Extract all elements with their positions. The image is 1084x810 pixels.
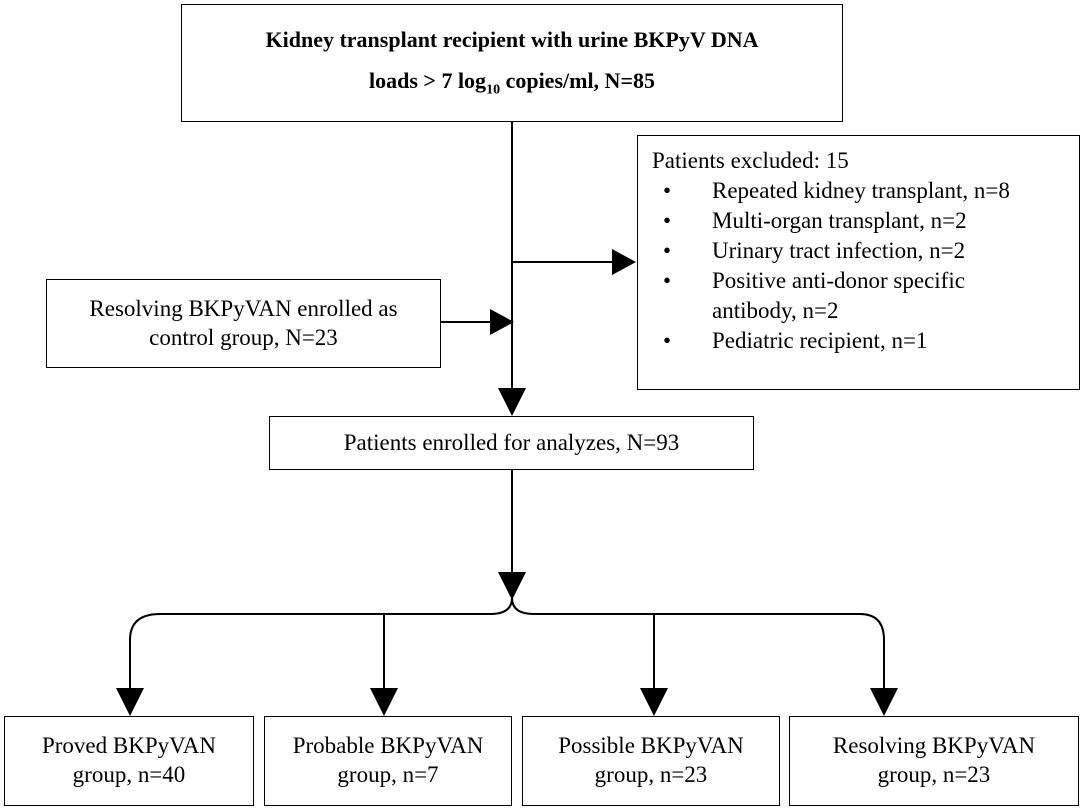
excluded-item-text: Urinary tract infection, n=2 [712, 238, 966, 263]
excluded-item: • Urinary tract infection, n=2 [652, 236, 1067, 266]
group-box-proved: Proved BKPyVAN group, n=40 [4, 716, 254, 806]
group-line-2: group, n=7 [337, 762, 439, 787]
arrow-group-2 [370, 688, 398, 716]
group-line-2: group, n=23 [877, 762, 991, 787]
arrow-group-1 [116, 688, 144, 716]
control-line-1: Resolving BKPyVAN enrolled as [89, 295, 398, 321]
group-line-1: Probable BKPyVAN [292, 733, 484, 759]
excluded-list: • Repeated kidney transplant, n=8 • Multi-… [652, 176, 1067, 356]
recipients-line-2-post: copies/ml, N=85 [500, 67, 655, 93]
arrow-to-enrolled [498, 388, 526, 416]
group-line-2: group, n=40 [72, 762, 186, 787]
excluded-item-text: Multi-organ transplant, n=2 [712, 208, 967, 233]
arrow-group-3 [640, 688, 668, 716]
excluded-item-text: Repeated kidney transplant, n=8 [712, 178, 1010, 203]
group-line-2: group, n=23 [594, 762, 708, 787]
bullet: • [662, 268, 672, 293]
enrolled-label: Patients enrolled for analyzes, N=93 [343, 429, 680, 455]
group-box-probable: Probable BKPyVAN group, n=7 [264, 716, 512, 806]
group-line-1: Possible BKPyVAN [558, 733, 744, 759]
recipients-box: Kidney transplant recipient with urine B… [181, 4, 843, 122]
enrolled-box: Patients enrolled for analyzes, N=93 [269, 416, 754, 470]
excluded-item: • Positive anti-donor specific antibody, … [652, 266, 1067, 326]
control-line-2: control group, N=23 [149, 324, 338, 350]
split-brace [129, 597, 885, 641]
excluded-item: • Pediatric recipient, n=1 [652, 326, 1067, 356]
group-box-resolving: Resolving BKPyVAN group, n=23 [789, 716, 1079, 806]
group-box-possible: Possible BKPyVAN group, n=23 [522, 716, 780, 806]
arrow-to-excluded [612, 249, 636, 275]
excluded-item-text: Positive anti-donor specific antibody, n… [712, 268, 965, 323]
excluded-item: • Multi-organ transplant, n=2 [652, 206, 1067, 236]
excluded-box: Patients excluded: 15 • Repeated kidney t… [637, 135, 1080, 390]
arrow-group-4 [870, 688, 898, 716]
excluded-title: Patients excluded: 15 [652, 148, 849, 173]
bullet: • [662, 238, 672, 263]
bullet: • [662, 328, 672, 353]
recipients-line-1: Kidney transplant recipient with urine B… [265, 27, 759, 53]
excluded-item: • Repeated kidney transplant, n=8 [652, 176, 1067, 206]
control-group-box: Resolving BKPyVAN enrolled as control gr… [46, 279, 441, 368]
bullet: • [662, 208, 672, 233]
log-subscript: 10 [486, 81, 501, 97]
excluded-item-text: Pediatric recipient, n=1 [712, 328, 928, 353]
recipients-line-2: loads > 7 log10 copies/ml, N=85 [369, 68, 655, 99]
arrow-from-control [490, 309, 514, 335]
group-line-1: Proved BKPyVAN [41, 733, 217, 759]
recipients-line-2-pre: loads > 7 log [369, 67, 487, 93]
arrow-to-split [498, 572, 526, 600]
group-line-1: Resolving BKPyVAN [832, 733, 1036, 759]
bullet: • [662, 178, 672, 203]
